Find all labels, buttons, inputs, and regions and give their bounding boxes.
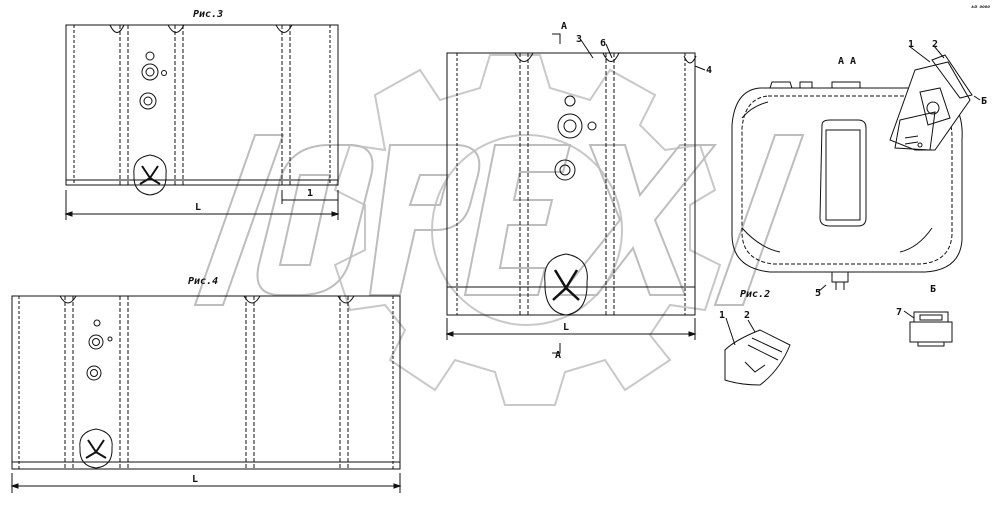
fig3-title: Рис.3 <box>193 9 223 20</box>
main-callout-3: 3 <box>576 34 582 45</box>
fig3-dim-1: 1 <box>307 188 313 199</box>
aa-callout-5: 5 <box>815 288 821 299</box>
fig3-dim-L: L <box>195 202 201 213</box>
main-callout-6: 6 <box>600 38 606 49</box>
fig2-title: Рис.2 <box>740 289 770 300</box>
corner-mark: ᵏᴰ ⁰⁰⁰⁰ <box>971 5 990 12</box>
fig4-title: Рис.4 <box>188 276 218 287</box>
fig2-callout-1: 1 <box>719 310 725 321</box>
main-tank <box>445 33 706 354</box>
fig2-detail <box>724 317 791 386</box>
section-aa <box>731 45 981 293</box>
aa-callout-B: Б <box>981 96 987 107</box>
viewB-callout-7: 7 <box>896 307 902 318</box>
fig4-tank <box>10 295 402 493</box>
watermark-logo <box>193 134 805 306</box>
aa-callout-2: 2 <box>932 39 938 50</box>
aa-title: А А <box>838 56 856 67</box>
fig4-dim-L: L <box>192 474 198 485</box>
main-section-top: А <box>561 21 567 32</box>
main-dim-L: L <box>563 322 569 333</box>
aa-callout-1: 1 <box>908 39 914 50</box>
fig2-callout-2: 2 <box>744 310 750 321</box>
main-callout-4: 4 <box>706 65 712 76</box>
view-b <box>903 310 953 347</box>
fig3-tank <box>64 24 340 220</box>
main-section-bottom: А <box>555 350 561 361</box>
viewB-title: Б <box>930 284 936 295</box>
